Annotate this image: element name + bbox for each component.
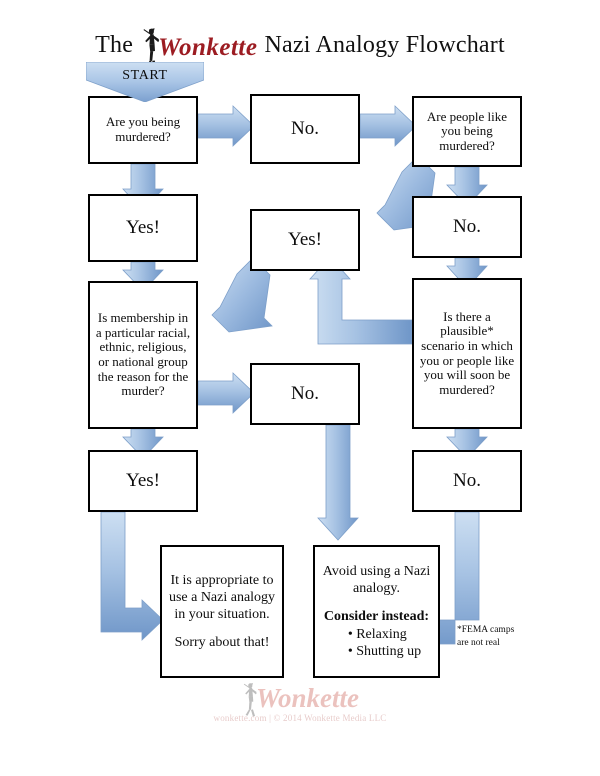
node-q3[interactable]: Is membership in a particular racial, et… [88,281,198,429]
node-no1[interactable]: No. [250,94,360,164]
edge-yesm-q3 [211,257,273,333]
edge-yes1-q3 [122,261,164,292]
node-yes-middle[interactable]: Yes! [250,209,360,271]
edge-q4-no3 [446,428,488,459]
edge-q2-no2 [446,166,488,207]
node-no-middle[interactable]: No. [250,363,360,425]
edge-no2-q4 [446,257,488,289]
node-no2-label: No. [453,215,481,237]
wonkette-wordmark: Wonkette [158,34,258,61]
footer-wordmark: Wonkette [256,683,359,713]
node-yes2[interactable]: Yes! [88,450,198,512]
outcome-avoid-bullet-1: • Relaxing [347,626,407,642]
node-no2[interactable]: No. [412,196,522,258]
node-q1-label: Are you being murdered? [105,114,181,144]
node-outcome-avoid[interactable]: Avoid using a Nazi analogy. Consider ins… [313,545,440,678]
outcome-appropriate-line2: Sorry about that! [174,635,270,651]
node-q4-label: Is there a plausible* scenario in which … [419,308,515,397]
node-no3[interactable]: No. [412,450,522,512]
footer-wonkette-figure-icon [241,681,259,719]
edge-nom-avoid [317,424,359,541]
outcome-spacer [167,623,277,634]
outcome-avoid-bullet-2: • Shutting up [347,643,422,659]
footer-credit: wonkette.com | © 2014 Wonkette Media LLC [213,713,387,723]
edge-q3-yes2 [122,428,164,459]
node-q2-label: Are people like you being murdered? [426,108,508,153]
fema-footnote: *FEMA camps are not real [457,625,515,648]
edge-no1-q2 [359,105,417,147]
node-q1[interactable]: Are you being murdered? [88,96,198,164]
node-yes2-label: Yes! [126,469,160,491]
node-outcome-appropriate[interactable]: It is appropriate to use a Nazi analogy … [160,545,284,678]
node-no1-label: No. [291,117,319,139]
footer-watermark: Wonkette wonkette.com | © 2014 Wonkette … [0,681,600,723]
outcome-avoid-line1: Avoid using a Nazi analogy. [322,564,431,597]
edge-q1-no1 [197,105,255,147]
outcome-avoid-heading: Consider instead: [323,609,430,625]
node-yes1[interactable]: Yes! [88,194,198,262]
outcome-appropriate-line1: It is appropriate to use a Nazi analogy … [168,572,276,622]
node-q2[interactable]: Are people like you being murdered? [412,96,522,167]
title-prefix: The [95,31,134,58]
outcome-avoid-spacer [320,597,433,608]
node-no-middle-label: No. [291,382,319,404]
node-q3-label: Is membership in a particular racial, et… [95,310,191,399]
start-marker [86,62,204,102]
node-yes1-label: Yes! [126,216,160,238]
edge-yes2-ok [100,511,164,641]
edge-q3-nom [197,372,255,414]
node-no3-label: No. [453,469,481,491]
node-q4[interactable]: Is there a plausible* scenario in which … [412,278,522,429]
title-suffix: Nazi Analogy Flowchart [264,31,505,58]
node-yes-middle-label: Yes! [288,228,322,250]
